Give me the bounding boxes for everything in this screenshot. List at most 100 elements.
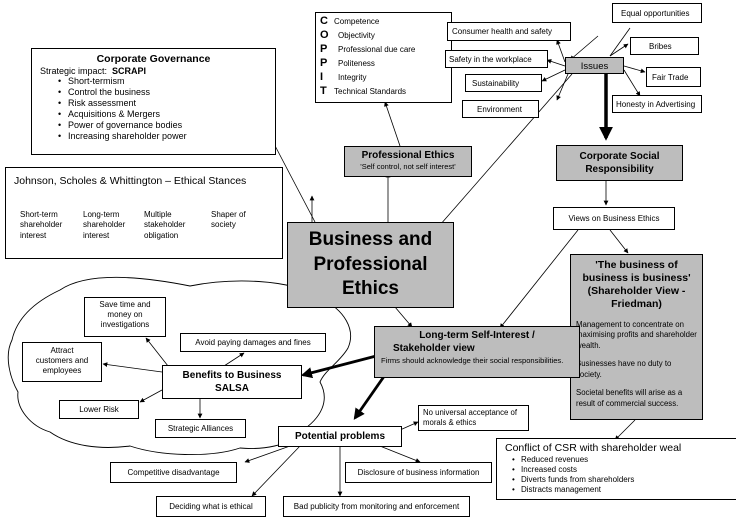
no-universal-acceptance: No universal acceptance of morals & ethi… [418, 405, 529, 431]
stance-line: interest [83, 230, 110, 240]
conflict-list: Reduced revenues Increased costs Diverts… [509, 455, 728, 495]
issue-bribes: Bribes [630, 37, 699, 55]
conflict-title: Conflict of CSR with shareholder weal [505, 442, 682, 454]
copit-word: Politeness [338, 59, 375, 69]
professional-ethics-subtitle: 'Self control, not self interest' [360, 162, 456, 171]
list-item: Risk assessment [56, 98, 267, 109]
list-item: Diverts funds from shareholders [509, 475, 728, 485]
copit-word: Integrity [338, 73, 367, 83]
friedman-paragraph-3: Societal benefits will arise as a result… [576, 388, 683, 408]
issue-safety-workplace: Safety in the workplace [445, 50, 548, 68]
stance-line: society [211, 220, 236, 230]
friedman-box: 'The business of business is business' (… [570, 254, 703, 420]
csr-line1: Corporate Social [579, 151, 660, 162]
benefit-line: employees [42, 366, 82, 375]
issue-consumer-health: Consumer health and safety [447, 22, 571, 41]
views-box: Views on Business Ethics [553, 207, 675, 230]
copit-word: Competence [334, 17, 380, 27]
csr-box: Corporate Social Responsibility [556, 145, 683, 181]
benefit-line: money on [107, 310, 143, 319]
friedman-title-3: (Shareholder View - [587, 285, 686, 298]
copit-letter: P [320, 43, 328, 56]
issue-equal-opportunities: Equal opportunities [612, 3, 702, 23]
stance-line: Long-term [83, 210, 120, 219]
benefit-line: Attract [50, 346, 74, 355]
corporate-governance-title: Corporate Governance [96, 53, 211, 65]
stance-line: shareholder [20, 220, 63, 230]
copit-word: Technical Standards [334, 87, 407, 97]
central-line1: Business and [308, 229, 433, 250]
benefits-title: Benefits to Business [182, 370, 282, 381]
corporate-governance-box: Corporate Governance Strategic impact: S… [31, 48, 276, 155]
problem-competitive: Competitive disadvantage [110, 462, 237, 483]
friedman-paragraph-2: Businesses have no duty to society. [576, 359, 672, 379]
friedman-title-4: Friedman) [611, 298, 662, 311]
stance-line: stakeholder [144, 220, 186, 230]
issue-environment: Environment [462, 100, 539, 118]
csr-line2: Responsibility [585, 164, 654, 175]
copit-box: C Competence O Objectivity P Professional d… [315, 12, 452, 103]
friedman-title-1: 'The business of [595, 259, 678, 271]
benefits-to-business-box: Benefits to Business SALSA [162, 365, 302, 399]
copit-letter: O [320, 29, 329, 42]
strategic-impact-label: Strategic impact: [40, 65, 108, 76]
long-term-title-1: Long-term Self-Interest / [419, 330, 535, 341]
list-item: Increased costs [509, 465, 728, 475]
conflict-box: Conflict of CSR with shareholder weal Re… [496, 438, 736, 500]
problem-line: No universal acceptance of [423, 408, 518, 417]
list-item: Increasing shareholder power [56, 131, 267, 142]
central-line3: Ethics [341, 278, 400, 300]
copit-letter: P [320, 57, 328, 70]
scrapi-acronym: SCRAPI [112, 65, 147, 76]
stance-line: shareholder [83, 220, 126, 230]
stance-line: Short-term [20, 210, 58, 219]
copit-word: Objectivity [338, 31, 375, 41]
issue-sustainability: Sustainability [465, 74, 542, 92]
professional-ethics-title: Professional Ethics [361, 150, 455, 161]
governance-list: Short-termism Control the business Risk … [56, 76, 267, 142]
friedman-paragraph-1: Management to concentrate on maximising … [576, 319, 697, 350]
issue-fair-trade: Fair Trade [646, 67, 701, 87]
long-term-title-2: Stakeholder view [393, 342, 475, 354]
problem-line: morals & ethics [423, 418, 477, 428]
copit-word: Professional due care [338, 45, 416, 55]
stance-line: interest [20, 230, 47, 240]
list-item: Short-termism [56, 76, 267, 87]
problem-bad-publicity: Bad publicity from monitoring and enforc… [283, 496, 470, 517]
copit-letter: T [320, 85, 327, 98]
copit-letter: I [320, 71, 324, 84]
list-item: Acquisitions & Mergers [56, 109, 267, 120]
list-item: Control the business [56, 87, 267, 98]
salsa-acronym: SALSA [215, 383, 249, 394]
benefit-lower-risk: Lower Risk [59, 400, 139, 419]
issues-box: Issues [565, 57, 624, 74]
ethical-stances-box: Johnson, Scholes & Whittington – Ethical… [5, 167, 283, 259]
central-topic-box: Business and Professional Ethics [287, 222, 454, 308]
central-line2: Professional [313, 253, 428, 275]
long-term-box: Long-term Self-Interest / Stakeholder vi… [374, 326, 580, 378]
issue-honesty-advertising: Honesty in Advertising [612, 95, 702, 113]
potential-problems-box: Potential problems [278, 426, 402, 447]
benefit-avoid-damages: Avoid paying damages and fines [180, 333, 326, 352]
problem-disclosure: Disclosure of business information [345, 462, 492, 483]
benefit-line: investigations [100, 320, 150, 329]
list-item: Reduced revenues [509, 455, 728, 465]
friedman-title-2: business is business' [582, 272, 691, 285]
list-item: Power of governance bodies [56, 120, 267, 131]
professional-ethics-box: Professional Ethics 'Self control, not s… [344, 146, 472, 177]
stance-line: Shaper of [211, 210, 246, 219]
list-item: Distracts management [509, 485, 728, 495]
ethical-stances-title: Johnson, Scholes & Whittington – Ethical… [14, 175, 247, 187]
benefit-line: Save time and [99, 300, 151, 309]
benefit-strategic-alliances: Strategic Alliances [155, 419, 246, 438]
stance-line: obligation [144, 230, 179, 240]
stance-line: Multiple [144, 210, 172, 219]
copit-letter: C [320, 15, 328, 28]
problem-deciding: Deciding what is ethical [156, 496, 266, 517]
